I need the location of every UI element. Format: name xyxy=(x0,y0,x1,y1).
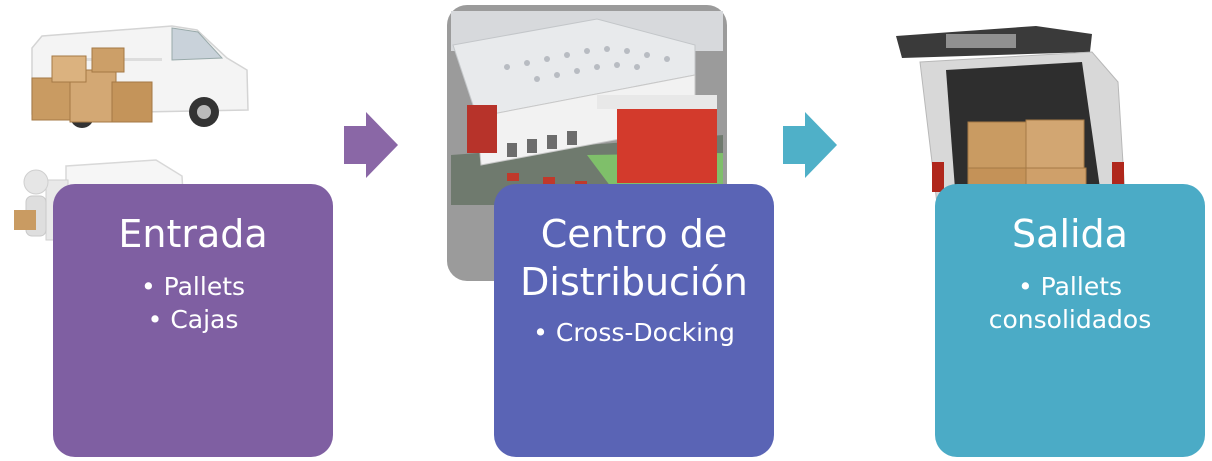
list-item: Cajas xyxy=(53,303,333,336)
step-title: Entrada xyxy=(118,212,268,256)
right-arrow-icon xyxy=(783,112,837,178)
step-bullets: Pallets consolidados xyxy=(935,270,1205,336)
list-item: Pallets consolidados xyxy=(969,270,1171,336)
step-bullets: Cross-Docking xyxy=(494,316,774,349)
step-box-centro-distribucion: Centro de Distribución Cross-Docking xyxy=(494,184,774,457)
step-box-salida: Salida Pallets consolidados xyxy=(935,184,1205,457)
step-box-entrada: Entrada Pallets Cajas xyxy=(53,184,333,457)
van-with-boxes-photo xyxy=(22,18,252,130)
step-bullets: Pallets Cajas xyxy=(53,270,333,336)
list-item: Pallets xyxy=(53,270,333,303)
step-title: Salida xyxy=(1012,212,1128,256)
right-arrow-icon xyxy=(344,112,398,178)
list-item: Cross-Docking xyxy=(494,316,774,349)
step-title: Centro de Distribución xyxy=(520,212,748,304)
